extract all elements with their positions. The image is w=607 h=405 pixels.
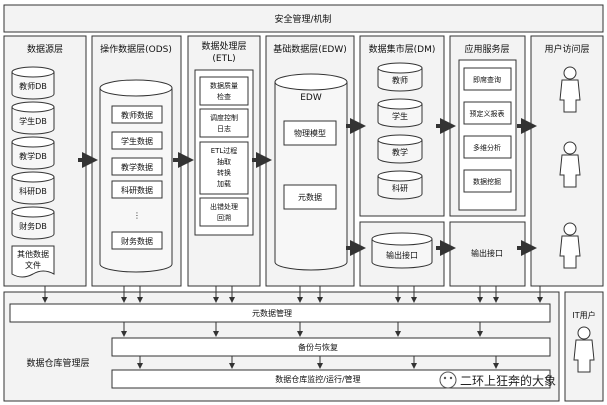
- svg-text:预定义报表: 预定义报表: [470, 109, 505, 118]
- svg-text:学生: 学生: [392, 111, 408, 121]
- it-user-title: IT用户: [572, 310, 595, 320]
- dm-cylinder-0: 教师: [377, 62, 423, 92]
- svg-text:转换: 转换: [217, 168, 231, 177]
- dm-layer-title: 数据集市层(DM): [369, 43, 436, 55]
- svg-text:加载: 加载: [217, 179, 231, 188]
- management-connectors: [42, 286, 543, 369]
- it-user-person-icon: [573, 326, 595, 373]
- user-person-icon: [559, 141, 581, 188]
- svg-text:出错处理: 出错处理: [210, 202, 238, 211]
- svg-text:财务数据: 财务数据: [121, 236, 153, 246]
- ods-item: [111, 157, 163, 176]
- source-db-label: 科研DB: [19, 186, 47, 196]
- etl-item-schedule: [199, 108, 249, 138]
- dm-cylinder-2: 教学: [377, 134, 423, 164]
- svg-text:物理模型: 物理模型: [294, 128, 326, 138]
- ods-ellipsis: ⋮: [133, 211, 141, 220]
- svg-text:多维分析: 多维分析: [473, 143, 501, 152]
- etl-layer-subtitle: (ETL): [212, 54, 235, 64]
- app-item: [463, 135, 512, 159]
- management-layer-title: 数据仓库管理层: [26, 357, 89, 369]
- source-other-file: 其他数据 文件: [11, 245, 55, 278]
- svg-text:回溯: 回溯: [217, 213, 231, 222]
- ods-layer-title: 操作数据层(ODS): [100, 43, 172, 55]
- edw-cylinder-label: EDW: [300, 93, 322, 103]
- svg-text:输出接口: 输出接口: [386, 250, 418, 260]
- etl-item-process: [199, 141, 249, 195]
- watermark-icon: [439, 371, 457, 389]
- layer-flow-arrows: [78, 118, 537, 256]
- svg-text:文件: 文件: [25, 260, 41, 270]
- edw-cylinder: [274, 73, 348, 271]
- svg-text:ETL过程: ETL过程: [211, 146, 238, 155]
- edw-physical-model: [283, 120, 337, 146]
- source-db-label: 教学DB: [19, 151, 47, 161]
- metadata-management-bar: [9, 303, 551, 323]
- svg-text:教学: 教学: [392, 147, 408, 157]
- svg-text:即席查询: 即席查询: [473, 75, 501, 84]
- svg-text:教师: 教师: [392, 75, 408, 85]
- svg-text:数据挖掘: 数据挖掘: [473, 177, 501, 186]
- svg-text:其他数据: 其他数据: [17, 249, 49, 259]
- app-layer-title: 应用服务层: [464, 43, 509, 55]
- etl-item-quality: [199, 76, 249, 106]
- source-db-label: 教师DB: [19, 81, 47, 91]
- app-item: [463, 67, 512, 91]
- dm-output-cylinder: 输出接口: [371, 232, 433, 269]
- user-person-icon: [559, 222, 581, 269]
- app-output-panel: [449, 221, 526, 287]
- etl-item-error: [199, 197, 249, 227]
- svg-text:元数据: 元数据: [298, 192, 322, 202]
- security-bar: [3, 4, 604, 33]
- edw-layer-title: 基础数据层(EDW): [273, 43, 347, 55]
- svg-text:抽取: 抽取: [217, 157, 231, 166]
- svg-text:数据仓库监控/运行/管理: 数据仓库监控/运行/管理: [275, 374, 360, 384]
- svg-text:教师数据: 教师数据: [121, 110, 153, 120]
- svg-text:调度控制: 调度控制: [210, 113, 238, 122]
- watermark-text: 二环上狂奔的大象: [460, 373, 556, 388]
- svg-text:教学数据: 教学数据: [121, 162, 153, 172]
- svg-text:学生数据: 学生数据: [121, 136, 153, 146]
- source-db-1: 学生DB: [11, 101, 55, 135]
- ods-item: [111, 231, 163, 250]
- dm-cylinder-3: 科研: [377, 170, 423, 200]
- user-person-icon: [559, 66, 581, 113]
- svg-text:科研数据: 科研数据: [121, 185, 153, 195]
- svg-text:检查: 检查: [217, 92, 231, 101]
- svg-text:元数据管理: 元数据管理: [252, 308, 292, 318]
- app-item: [463, 169, 512, 193]
- source-layer-title: 数据源层: [27, 43, 63, 55]
- security-bar-label: 安全管理/机制: [274, 13, 331, 25]
- source-db-2: 教学DB: [11, 136, 55, 170]
- app-item: [463, 101, 512, 125]
- app-output-label: 输出接口: [471, 248, 503, 258]
- watermark: 二环上狂奔的大象: [439, 371, 556, 389]
- ods-item: [111, 180, 163, 199]
- svg-text:科研: 科研: [392, 183, 408, 193]
- svg-text:数据质量: 数据质量: [210, 81, 238, 90]
- source-db-label: 财务DB: [19, 221, 47, 231]
- backup-restore-bar: [111, 337, 551, 357]
- svg-text:备份与恢复: 备份与恢复: [298, 342, 338, 352]
- user-layer-title: 用户访问层: [544, 43, 589, 55]
- etl-layer-title: 数据处理层: [201, 40, 246, 52]
- source-db-3: 科研DB: [11, 171, 55, 205]
- ods-item: [111, 105, 163, 124]
- edw-metadata: [283, 184, 337, 210]
- source-db-0: 教师DB: [11, 66, 55, 100]
- source-db-label: 学生DB: [19, 116, 47, 126]
- source-db-4: 财务DB: [11, 206, 55, 240]
- ods-item: [111, 131, 163, 150]
- dm-cylinder-1: 学生: [377, 98, 423, 128]
- svg-text:日志: 日志: [217, 124, 231, 133]
